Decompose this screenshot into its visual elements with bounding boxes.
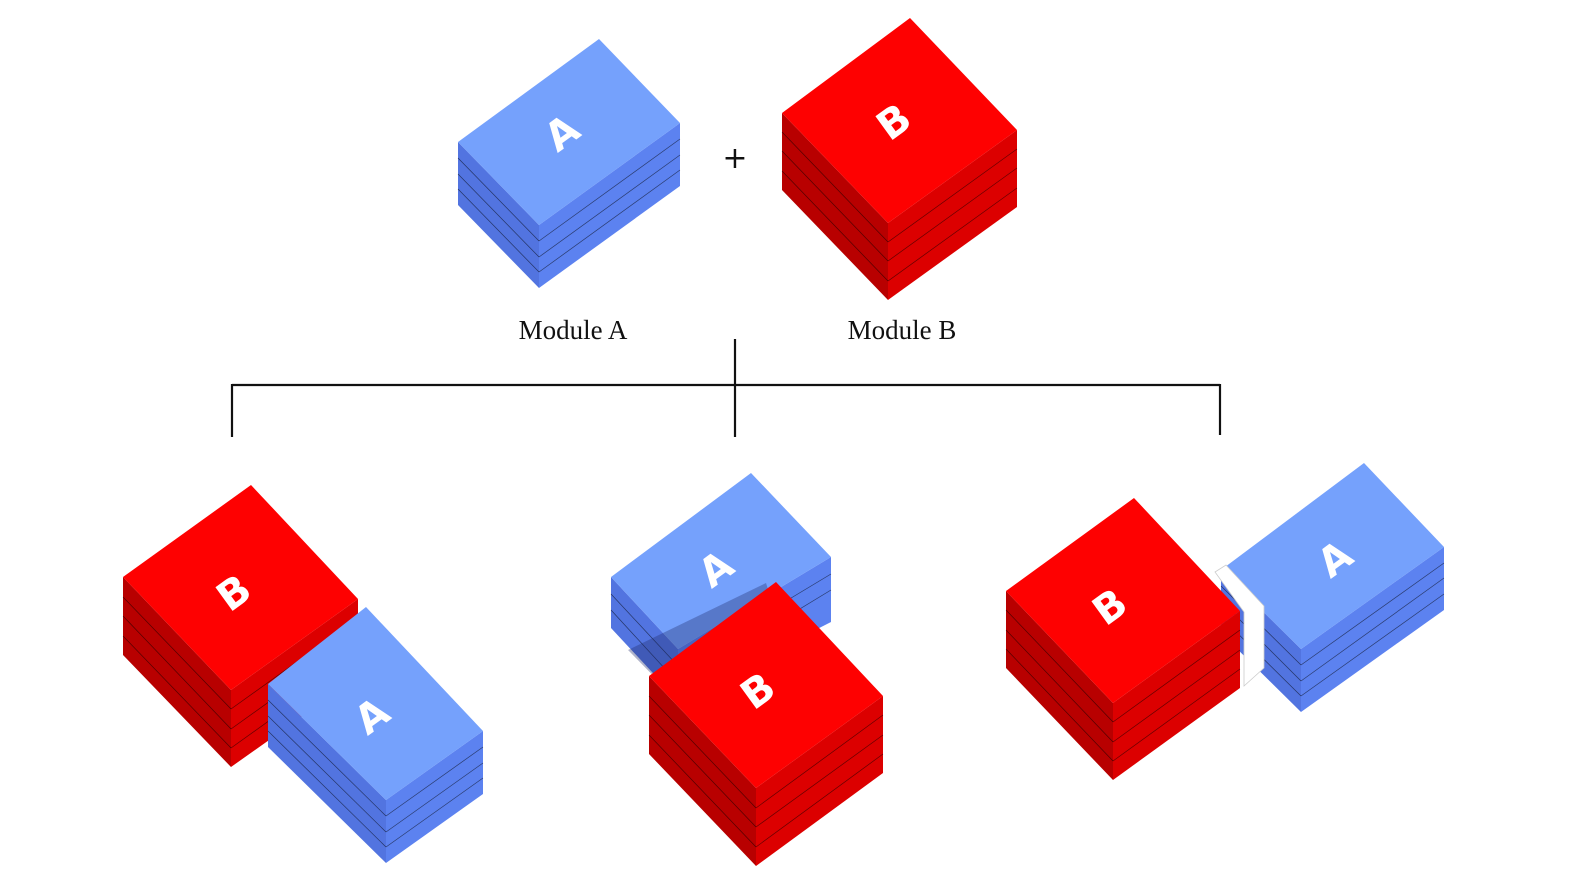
slab-divider-line [538, 169, 681, 273]
slab-divider-line [538, 154, 681, 258]
module-a-top-face [268, 607, 483, 800]
slab-divider-line [1112, 629, 1241, 723]
combination-3-gap [1214, 564, 1265, 687]
combination-3-module-a: A [1220, 463, 1445, 712]
slab-divider-line [1300, 593, 1445, 697]
slab-divider-line [267, 730, 387, 848]
slab-divider-line [385, 762, 484, 833]
module-a-top-face [611, 473, 831, 649]
slab-divider-line [887, 167, 1018, 262]
module-b-caption: Module B [848, 315, 957, 345]
combination-3: A B [1005, 463, 1445, 780]
module-b-top-face [123, 485, 358, 690]
module-b-top-face [649, 582, 883, 788]
slab-divider-line [538, 138, 681, 242]
combination-1: B A [122, 485, 484, 863]
slab-divider-line [648, 695, 757, 809]
slab-divider-line [1005, 609, 1114, 723]
plus-sign: + [722, 141, 747, 176]
combination-1-module-a: A [267, 607, 484, 863]
slab-divider-line [457, 157, 540, 242]
slab-divider-line [1300, 562, 1445, 666]
module-b-block: B [781, 18, 1018, 300]
slab-divider-line [457, 188, 540, 273]
module-a-block: A [457, 39, 681, 288]
module-a-top-face [458, 39, 680, 225]
combination-3-module-b: B [1005, 498, 1241, 780]
slab-divider-line [648, 734, 757, 848]
slab-divider-line [1005, 629, 1114, 743]
slab-divider-line [648, 714, 757, 828]
slab-divider-line [1112, 649, 1241, 743]
slab-divider-line [457, 173, 540, 258]
slab-divider-line [887, 187, 1018, 282]
slab-divider-line [122, 596, 232, 710]
slab-divider-line [122, 615, 232, 730]
slab-divider-line [385, 777, 484, 848]
slab-divider-line [887, 148, 1018, 243]
slab-divider-line [610, 593, 679, 667]
module-b-top-face [1006, 498, 1240, 703]
slab-divider-line [385, 746, 484, 817]
slab-divider-line [1300, 577, 1445, 682]
module-b-top-face [782, 18, 1017, 223]
combination-2: A B [610, 473, 884, 866]
slab-divider-line [781, 131, 889, 243]
slab-divider-line [267, 715, 387, 833]
connector-bracket [230, 339, 1222, 437]
combination-2-module-b: B [648, 582, 884, 866]
slab-divider-line [755, 714, 884, 809]
slab-divider-line [755, 734, 884, 828]
slab-divider-line [781, 170, 889, 282]
slab-divider-line [267, 699, 387, 817]
slab-divider-line [1005, 648, 1114, 762]
slab-divider-line [755, 753, 884, 848]
slab-divider-line [781, 150, 889, 262]
module-a-caption: Module A [519, 315, 628, 345]
slab-divider-line [122, 635, 232, 749]
slab-divider-line [1112, 668, 1241, 762]
module-a-top-face [1221, 463, 1444, 649]
